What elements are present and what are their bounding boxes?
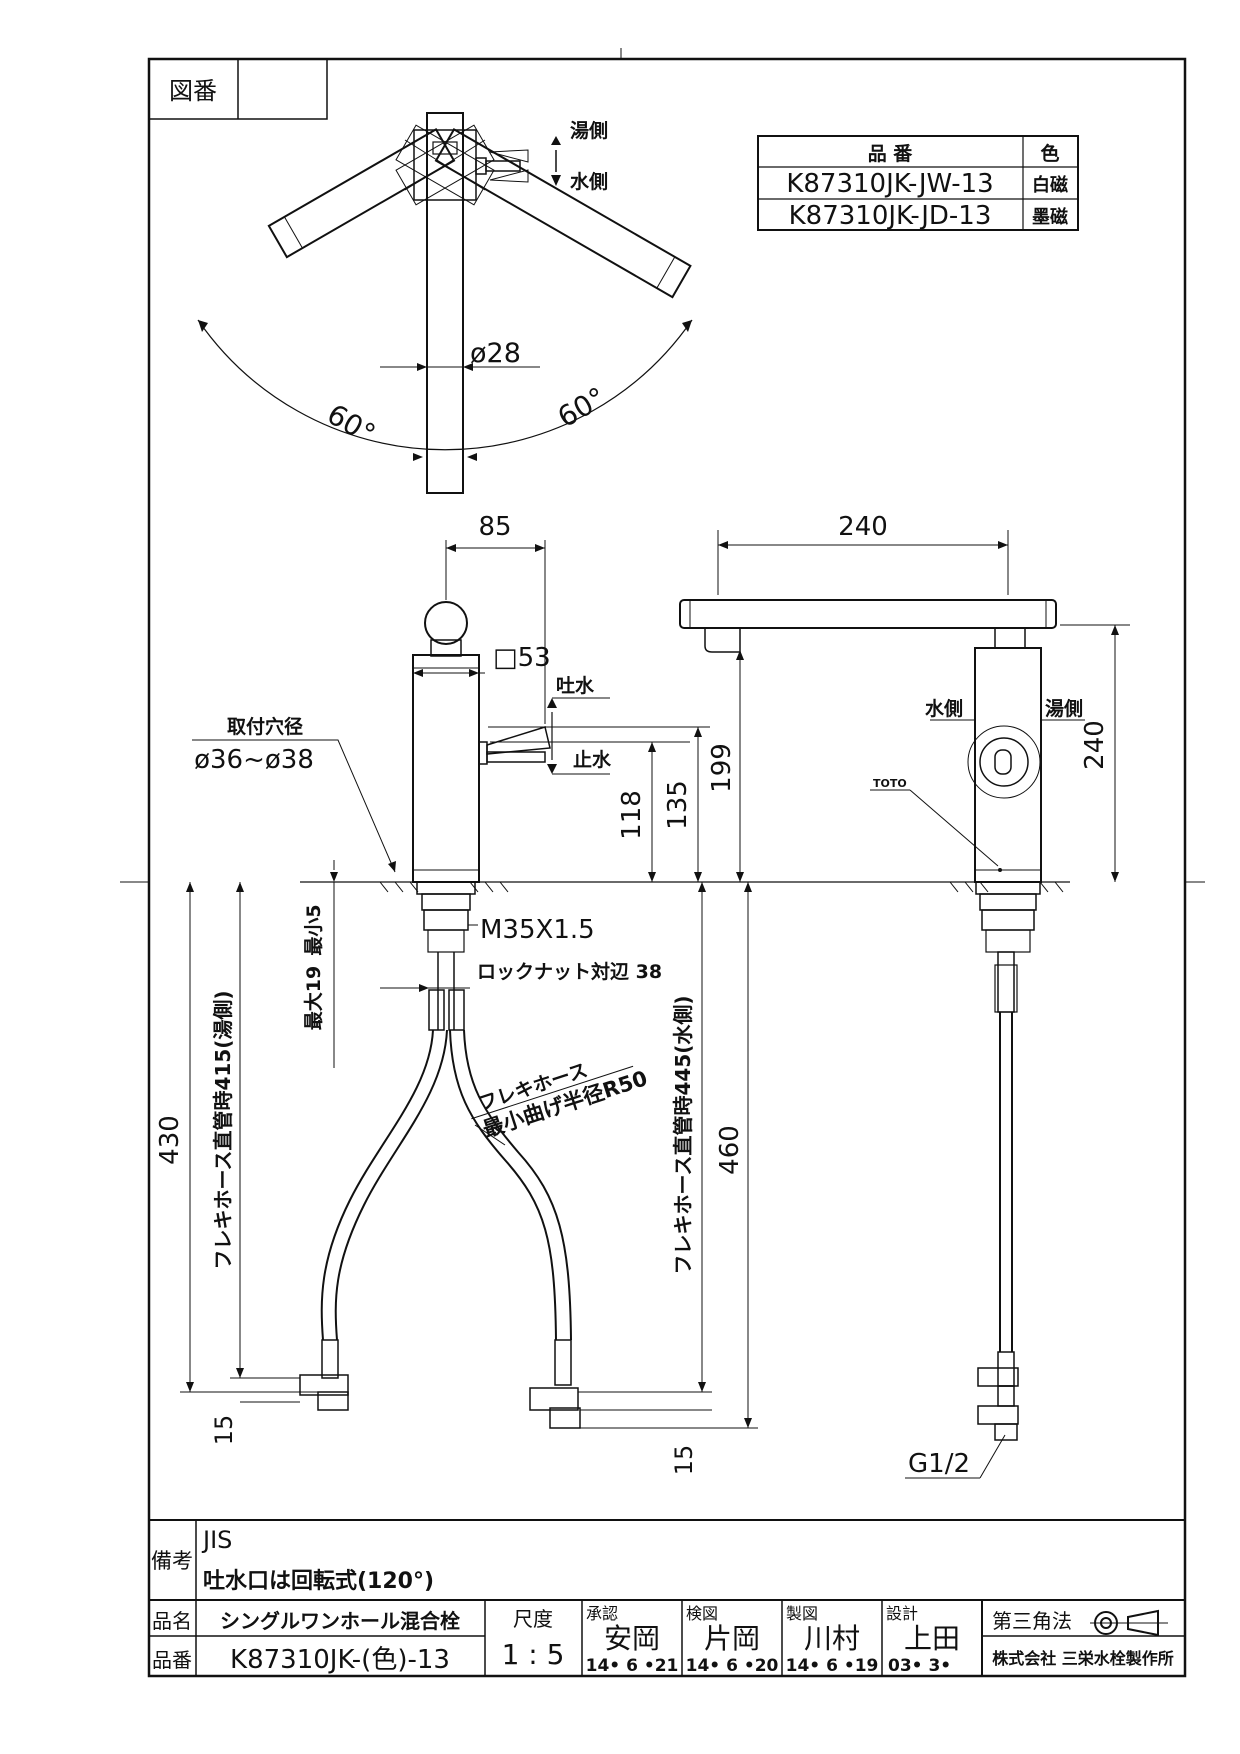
parts-table: 品 番 色 K87310JK-JW-13 白磁 K87310JK-JD-13 墨… xyxy=(757,135,1079,231)
title-block: 品名 シングルワンホール混合栓 品番 K87310JK-(色)-13 尺度 1 … xyxy=(149,1600,1185,1676)
top-view: 湯側 水側 60° 60° ø28 xyxy=(197,112,693,494)
number-value: K87310JK-(色)-13 xyxy=(230,1645,450,1675)
design-label: 設計 xyxy=(886,1604,918,1623)
parts-row-color: 白磁 xyxy=(1032,174,1068,196)
side-dim-240-right: 240 xyxy=(1080,720,1110,770)
parts-col-color: 色 xyxy=(1040,142,1059,165)
front-dim-430: 430 xyxy=(155,1115,185,1165)
parts-row-part: K87310JK-JD-13 xyxy=(789,201,992,231)
front-dim-199: 199 xyxy=(707,743,737,793)
scale-value: 1 : 5 xyxy=(502,1638,565,1671)
front-spout-label: 吐水 xyxy=(556,675,595,697)
front-locknut: ロックナット対辺 38 xyxy=(477,960,662,983)
front-dim-118: 118 xyxy=(617,790,647,840)
front-view: 吐水 止水 85 □53 取付穴径 ø36~ø38 118 135 199 xyxy=(155,512,1070,1475)
company-name: 株式会社 三栄水栓製作所 xyxy=(992,1649,1174,1668)
check-date: 14• 6 •20 xyxy=(686,1656,779,1676)
front-hose-cold: フレキホース直管時445(水側) xyxy=(671,995,695,1274)
approve-date: 14• 6 •21 xyxy=(586,1656,679,1676)
notes-block: 備考 JIS 吐水口は回転式(120°) xyxy=(149,1519,1185,1676)
name-label: 品名 xyxy=(152,1609,192,1633)
check-name: 片岡 xyxy=(704,1622,760,1655)
parts-col-part: 品 番 xyxy=(868,143,914,165)
mount-hole-value: ø36~ø38 xyxy=(194,745,314,775)
front-max-thickness: 最大19 xyxy=(302,966,325,1030)
side-logo-mark: TOTO xyxy=(873,777,907,790)
front-thread: M35X1.5 xyxy=(480,915,595,945)
top-angle-left: 60° xyxy=(322,397,381,450)
check-label: 検図 xyxy=(686,1604,718,1623)
name-value: シングルワンホール混合栓 xyxy=(220,1609,460,1633)
side-hot-label: 湯側 xyxy=(1045,698,1083,720)
approve-label: 承認 xyxy=(586,1604,618,1623)
approve-name: 安岡 xyxy=(604,1622,660,1655)
design-date: 03• 3• xyxy=(888,1656,951,1676)
notes-line1: JIS xyxy=(201,1526,232,1554)
front-min-thickness: 最小5 xyxy=(303,904,325,955)
top-diameter: ø28 xyxy=(470,338,521,369)
side-dim-240-top: 240 xyxy=(838,512,888,542)
front-dim-15-right: 15 xyxy=(670,1445,698,1476)
scale-label: 尺度 xyxy=(513,1607,553,1631)
mount-hole-title: 取付穴径 xyxy=(227,715,303,738)
number-label: 品番 xyxy=(152,1648,192,1672)
top-cold-side-label: 水側 xyxy=(570,171,608,193)
top-hot-side-label: 湯側 xyxy=(570,120,608,142)
parts-row-color: 墨磁 xyxy=(1032,206,1068,228)
draw-date: 14• 6 •19 xyxy=(786,1656,879,1676)
drawing-number-box: 図番 xyxy=(148,58,328,120)
third-angle-projection-icon xyxy=(1090,1609,1168,1637)
front-dim-460: 460 xyxy=(715,1125,745,1175)
front-stop-label: 止水 xyxy=(573,749,612,771)
front-dim-85: 85 xyxy=(478,512,511,542)
draw-name: 川村 xyxy=(804,1622,860,1655)
parts-row-part: K87310JK-JW-13 xyxy=(786,169,993,199)
front-dim-15-left: 15 xyxy=(210,1415,238,1446)
projection-label: 第三角法 xyxy=(992,1609,1072,1633)
draw-label: 製図 xyxy=(786,1604,818,1623)
drawing-number-label: 図番 xyxy=(169,77,217,105)
front-dim-135: 135 xyxy=(663,780,693,830)
side-connection: G1/2 xyxy=(908,1449,970,1479)
design-name: 上田 xyxy=(904,1622,960,1655)
notes-label: 備考 xyxy=(151,1549,193,1573)
side-cold-label: 水側 xyxy=(925,698,963,720)
front-hose-hot: フレキホース直管時415(湯側) xyxy=(211,990,235,1269)
front-dim-53: □53 xyxy=(493,643,551,673)
notes-line2: 吐水口は回転式(120°) xyxy=(203,1568,434,1594)
side-view: 水側 湯側 TOTO 240 240 G xyxy=(679,512,1130,1479)
sheet-border xyxy=(147,57,1187,1678)
